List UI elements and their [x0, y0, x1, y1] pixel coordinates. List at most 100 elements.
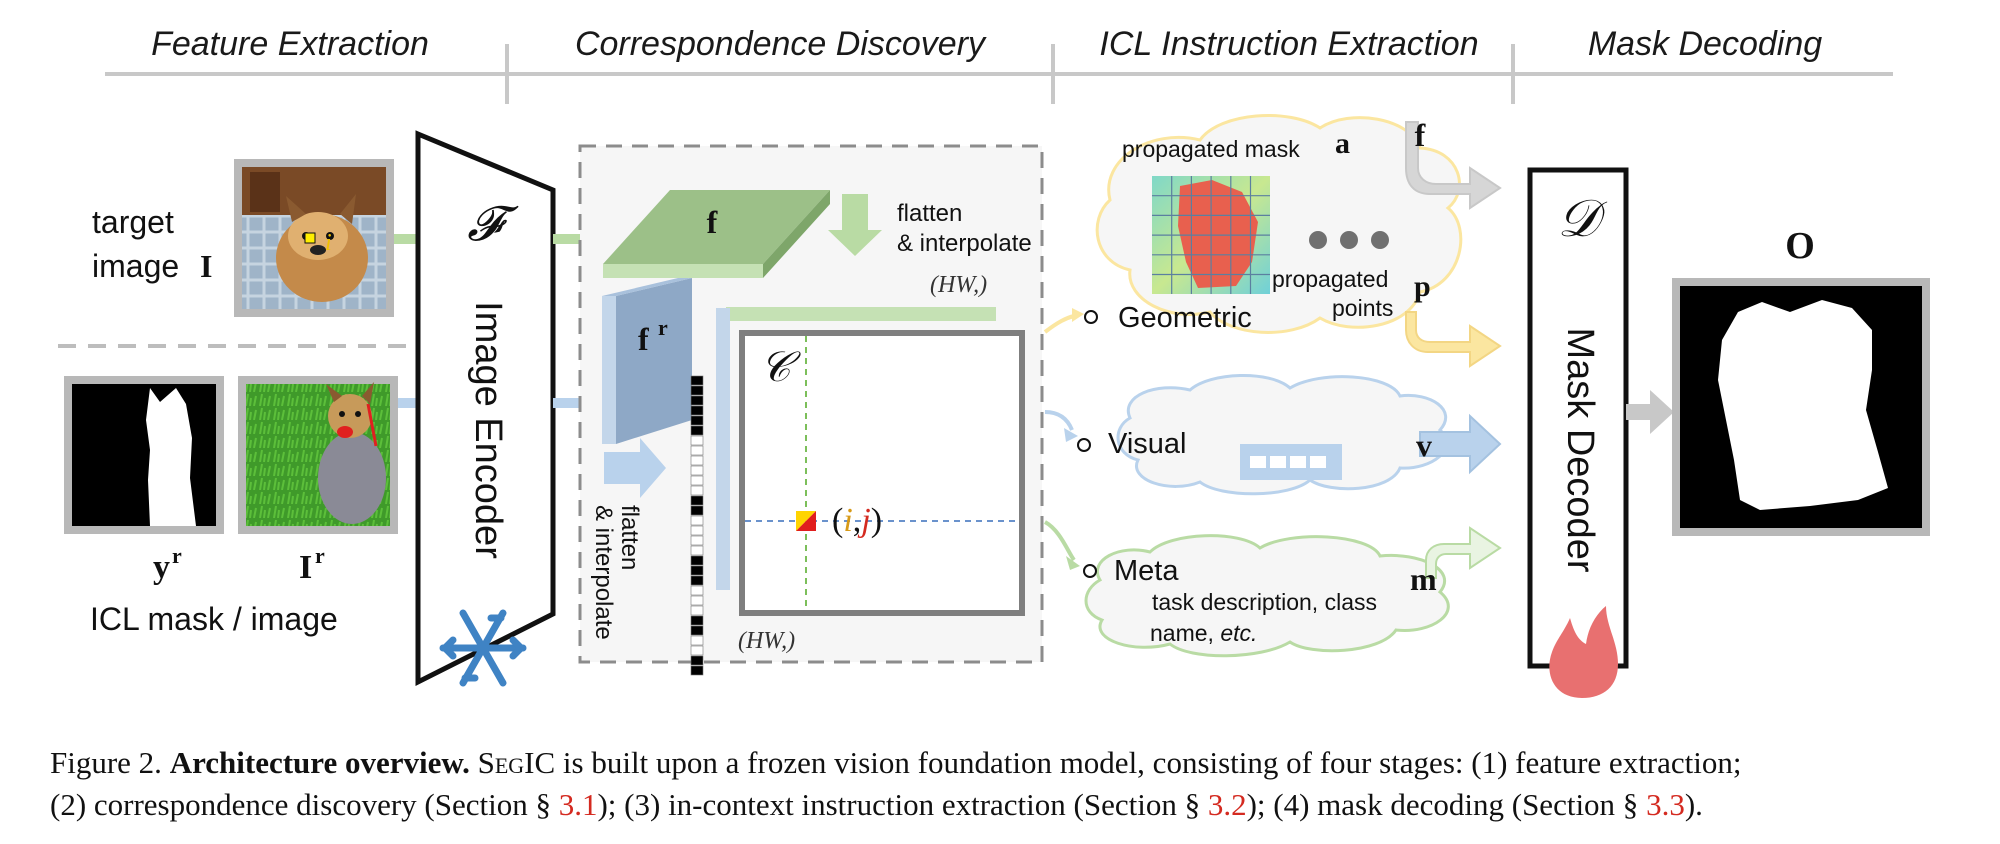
svg-text:(i,j): (i,j) — [832, 502, 882, 539]
mask-vector-cell — [690, 595, 704, 606]
mask-vector-cell — [690, 635, 704, 646]
encoder-label: Image Encoder — [467, 301, 509, 559]
connector-meta — [1043, 520, 1076, 562]
bullet-visual — [1077, 438, 1091, 452]
flatten-arrow-side — [604, 438, 666, 498]
ellipsis-dot — [1340, 231, 1358, 249]
mask-vector-cell — [690, 435, 704, 446]
caption-method-name: SegIC — [477, 745, 556, 780]
arrow-ref-to-encoder — [398, 398, 418, 408]
inputs: target image I i — [58, 159, 410, 637]
propagated-points-line2: points — [1332, 295, 1393, 321]
mask-vector-cell — [690, 605, 704, 616]
mask-vector-cell — [690, 535, 704, 546]
instruction-v: v — [1416, 427, 1432, 463]
mask-vector-cell — [690, 495, 704, 506]
snowflake-icon — [439, 609, 527, 687]
geometric-label: Geometric — [1118, 302, 1252, 334]
icl-mask-symbol: y r — [153, 543, 182, 586]
arrow-m-to-decoder: m — [1410, 526, 1502, 597]
svg-text:r: r — [658, 315, 668, 340]
caption-ref-3-1[interactable]: 3.1 — [558, 787, 598, 822]
svg-text:r: r — [172, 543, 182, 568]
mask-vector-cell — [690, 665, 704, 676]
target-symbol: I — [200, 248, 212, 284]
icl-mask — [64, 376, 224, 534]
propagated-points-line1: propagated — [1272, 266, 1388, 292]
instruction-f: f — [1415, 117, 1426, 153]
mask-vector-cell — [690, 475, 704, 486]
ref-mask-vector — [690, 375, 704, 676]
target-label-line1: target — [92, 204, 174, 240]
instruction-m: m — [1410, 561, 1437, 597]
correspondence-matrix: 𝒞 (i,j) — [739, 330, 1025, 616]
meta-desc-line1: task description, class — [1152, 589, 1377, 615]
meta-cloud: task description, class name, etc. — [1084, 534, 1450, 658]
correspondence-panel: f flatten & interpolate (HW,) f r flatte… — [578, 144, 1044, 676]
caption-text-5: ). — [1684, 787, 1703, 822]
output-symbol: O — [1785, 225, 1815, 267]
mask-vector-cell — [690, 615, 704, 626]
target-label-line2: image — [92, 248, 179, 284]
flatten-side-line1: flatten — [616, 505, 643, 570]
mask-vector-cell — [690, 505, 704, 516]
stage-header: Feature Extraction Correspondence Discov… — [105, 25, 1893, 104]
meta-label: Meta — [1114, 555, 1179, 587]
arrow-v-to-decoder: v — [1416, 413, 1502, 475]
visual-embedding-bar — [1240, 444, 1342, 480]
mask-vector-cell — [690, 545, 704, 556]
mask-vector-cell — [690, 485, 704, 496]
icl-image-symbol: I r — [299, 543, 325, 586]
mask-vector-cell — [690, 405, 704, 416]
mask-vector-cell — [690, 425, 704, 436]
stage-title-icl-instruction-extraction: ICL Instruction Extraction — [1099, 25, 1478, 63]
mask-vector-cell — [690, 645, 704, 656]
caption-prefix: Figure 2. — [50, 745, 170, 780]
geometric-cloud: propagated mask a propagated points p — [1095, 114, 1463, 334]
mask-vector-cell — [690, 415, 704, 426]
figure-caption: Figure 2. Architecture overview. SegIC i… — [50, 742, 1970, 826]
decoder-label: Mask Decoder — [1559, 328, 1601, 573]
stage-title-feature-extraction: Feature Extraction — [151, 25, 429, 63]
connector-visual — [1044, 410, 1074, 431]
stage-title-correspondence-discovery: Correspondence Discovery — [575, 25, 987, 63]
caption-ref-3-3[interactable]: 3.3 — [1646, 787, 1685, 822]
flatten-arrow-top — [828, 194, 882, 256]
flatten-side-line2: & interpolate — [590, 505, 617, 640]
arrow-p-to-decoder — [1405, 311, 1502, 368]
mask-vector-cell — [690, 395, 704, 406]
meta-desc-line2: name, etc. — [1150, 620, 1257, 646]
output-mask — [1672, 278, 1930, 536]
mask-vector-cell — [690, 565, 704, 576]
ref-feature-fr: f r — [602, 278, 692, 444]
mask-vector-cell — [690, 515, 704, 526]
ellipsis-dot — [1309, 231, 1327, 249]
propagated-mask-heatmap — [1152, 176, 1270, 294]
flattened-target-vector — [726, 307, 996, 321]
caption-text-1: is built upon a frozen vision foundation… — [555, 745, 1742, 780]
target-image: i — [234, 159, 394, 317]
mask-vector-cell — [690, 575, 704, 586]
svg-text:f: f — [707, 204, 718, 240]
target-point-label: i — [325, 230, 332, 256]
flatten-top-line2: & interpolate — [897, 230, 1032, 257]
dim-bottom-label: (HW,) — [738, 628, 795, 654]
ellipsis-dot — [1371, 231, 1389, 249]
mask-vector-cell — [690, 555, 704, 566]
flame-icon — [1549, 606, 1618, 698]
image-encoder: 𝓕 Image Encoder — [415, 130, 556, 687]
instruction-p: p — [1414, 270, 1431, 303]
mask-vector-cell — [690, 385, 704, 396]
dim-top-label: (HW,) — [930, 272, 987, 298]
propagated-mask-label: propagated mask — [1122, 136, 1300, 162]
svg-text:y: y — [153, 549, 170, 586]
mask-vector-cell — [690, 525, 704, 536]
mask-vector-cell — [690, 375, 704, 386]
caption-ref-3-2[interactable]: 3.2 — [1207, 787, 1247, 822]
svg-text:f: f — [638, 321, 649, 357]
connector-geometric — [1043, 314, 1075, 334]
stage-title-mask-decoding: Mask Decoding — [1588, 25, 1822, 63]
target-point-marker — [304, 232, 316, 244]
flatten-top-line1: flatten — [897, 200, 962, 227]
caption-text-4: ); (4) mask decoding (Section § — [1246, 787, 1647, 822]
